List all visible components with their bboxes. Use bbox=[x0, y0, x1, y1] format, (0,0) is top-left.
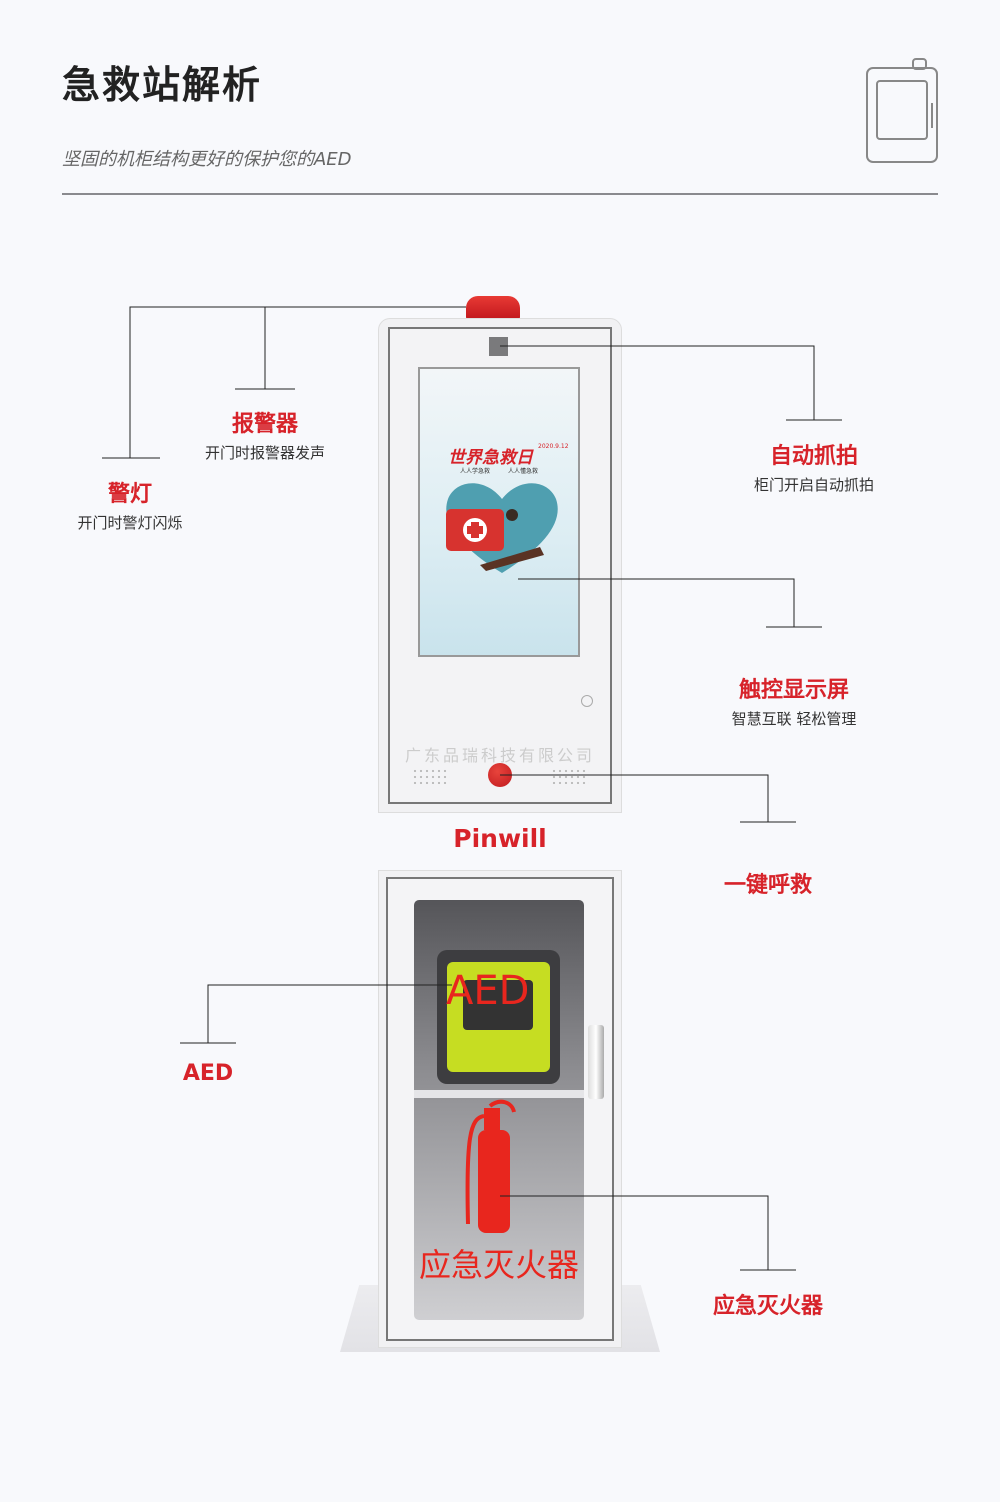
callout-screen-title: 触控显示屏 bbox=[738, 678, 849, 703]
page-title: 急救站解析 bbox=[62, 63, 263, 107]
speaker-right bbox=[551, 768, 589, 784]
leader-screen bbox=[518, 578, 795, 627]
shelf bbox=[414, 1090, 584, 1098]
callout-aed-title: AED bbox=[182, 1061, 234, 1086]
extinguisher-overlay-label: 应急灭火器 bbox=[418, 1246, 579, 1284]
screen-date: 2020.9.12 bbox=[538, 443, 569, 450]
leader-warning-light bbox=[129, 306, 265, 458]
callout-light-desc: 开门时警灯闪烁 bbox=[77, 514, 183, 532]
screen-slogan-2: 人人懂急救 bbox=[508, 468, 539, 475]
leader-call bbox=[500, 774, 769, 822]
screen-headline: 世界急救日 bbox=[448, 448, 533, 468]
callout-screen-desc: 智慧互联 轻松管理 bbox=[731, 710, 857, 728]
device-icon bbox=[866, 58, 938, 163]
callout-call-title: 一键呼救 bbox=[723, 873, 812, 898]
warning-light bbox=[466, 296, 520, 320]
touch-screen: 世界急救日 2020.9.12 人人学急救 人人懂急救 bbox=[418, 367, 580, 657]
fire-extinguisher-icon bbox=[465, 1099, 516, 1233]
leader-aed bbox=[207, 984, 452, 1043]
leader-camera bbox=[500, 345, 815, 420]
aed-overlay-label: AED bbox=[446, 968, 530, 1014]
camera bbox=[489, 337, 508, 356]
callout-alarm-desc: 开门时报警器发声 bbox=[204, 444, 325, 462]
first-aid-illustration bbox=[446, 483, 558, 573]
callout-camera-title: 自动抓拍 bbox=[769, 444, 858, 469]
aed-device bbox=[437, 950, 560, 1084]
divider bbox=[62, 193, 938, 195]
leader-alarm bbox=[264, 306, 466, 389]
screen-slogan-1: 人人学急救 bbox=[460, 468, 491, 475]
callout-light-title: 警灯 bbox=[107, 482, 152, 507]
page-subtitle: 坚固的机柜结构更好的保护您的AED bbox=[62, 149, 352, 170]
watermark: 广东品瑞科技有限公司 bbox=[404, 746, 595, 765]
door-handle[interactable] bbox=[588, 1025, 604, 1099]
callout-camera-desc: 柜门开启自动抓拍 bbox=[753, 476, 874, 494]
lock-icon bbox=[581, 695, 593, 707]
callout-alarm-title: 报警器 bbox=[231, 412, 298, 437]
callout-extinguisher-title: 应急灭火器 bbox=[712, 1294, 823, 1319]
brand-logo: Pinwill bbox=[453, 824, 547, 853]
leader-extinguisher bbox=[500, 1195, 769, 1270]
speaker-left bbox=[412, 768, 450, 784]
